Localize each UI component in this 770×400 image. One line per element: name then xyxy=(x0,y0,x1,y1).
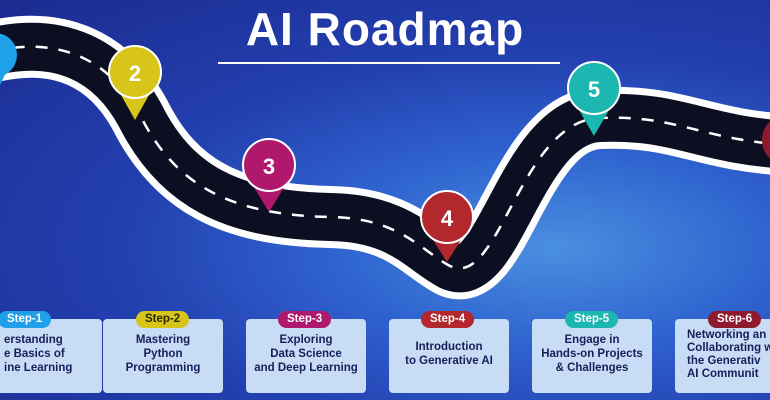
pin-number-5: 5 xyxy=(588,77,600,102)
step-card-2: Mastering Python Programming xyxy=(103,319,223,393)
step-card-5: Engage in Hands-on Projects & Challenges xyxy=(532,319,652,393)
pin-number-2: 2 xyxy=(129,61,141,86)
step-5-text: Engage in Hands-on Projects & Challenges xyxy=(541,334,643,374)
title-underline xyxy=(218,62,560,64)
pin-step-4: 4 xyxy=(420,190,474,262)
step-badge-4: Step-4 xyxy=(421,311,475,328)
step-3-text: Exploring Data Science and Deep Learning xyxy=(254,334,358,374)
step-badge-2: Step-2 xyxy=(136,311,190,328)
step-1-text: erstanding e Basics of ine Learning xyxy=(4,334,73,374)
pin-number-3: 3 xyxy=(263,154,275,179)
page-title: AI Roadmap xyxy=(245,3,525,55)
step-6-text: Networking an Collaborating w the Genera… xyxy=(687,329,770,380)
pin-step-1 xyxy=(0,33,17,86)
step-card-3: Exploring Data Science and Deep Learning xyxy=(246,319,366,393)
pin-number-4: 4 xyxy=(441,206,454,231)
step-card-1: erstanding e Basics of ine Learning xyxy=(0,319,102,393)
step-badge-5: Step-5 xyxy=(565,311,619,328)
step-4-text: Introduction to Generative AI xyxy=(405,341,493,367)
step-card-4: Introduction to Generative AI xyxy=(389,319,509,393)
step-2-text: Mastering Python Programming xyxy=(125,334,201,374)
step-badge-6: Step-6 xyxy=(708,311,762,328)
pin-step-3: 3 xyxy=(242,138,296,212)
pin-step-5: 5 xyxy=(567,61,621,136)
step-badge-1: Step-1 xyxy=(0,311,52,328)
pin-step-6 xyxy=(762,121,770,159)
step-card-6: Networking an Collaborating w the Genera… xyxy=(675,319,770,393)
step-badge-3: Step-3 xyxy=(278,311,332,328)
pin-step-2: 2 xyxy=(108,45,162,120)
